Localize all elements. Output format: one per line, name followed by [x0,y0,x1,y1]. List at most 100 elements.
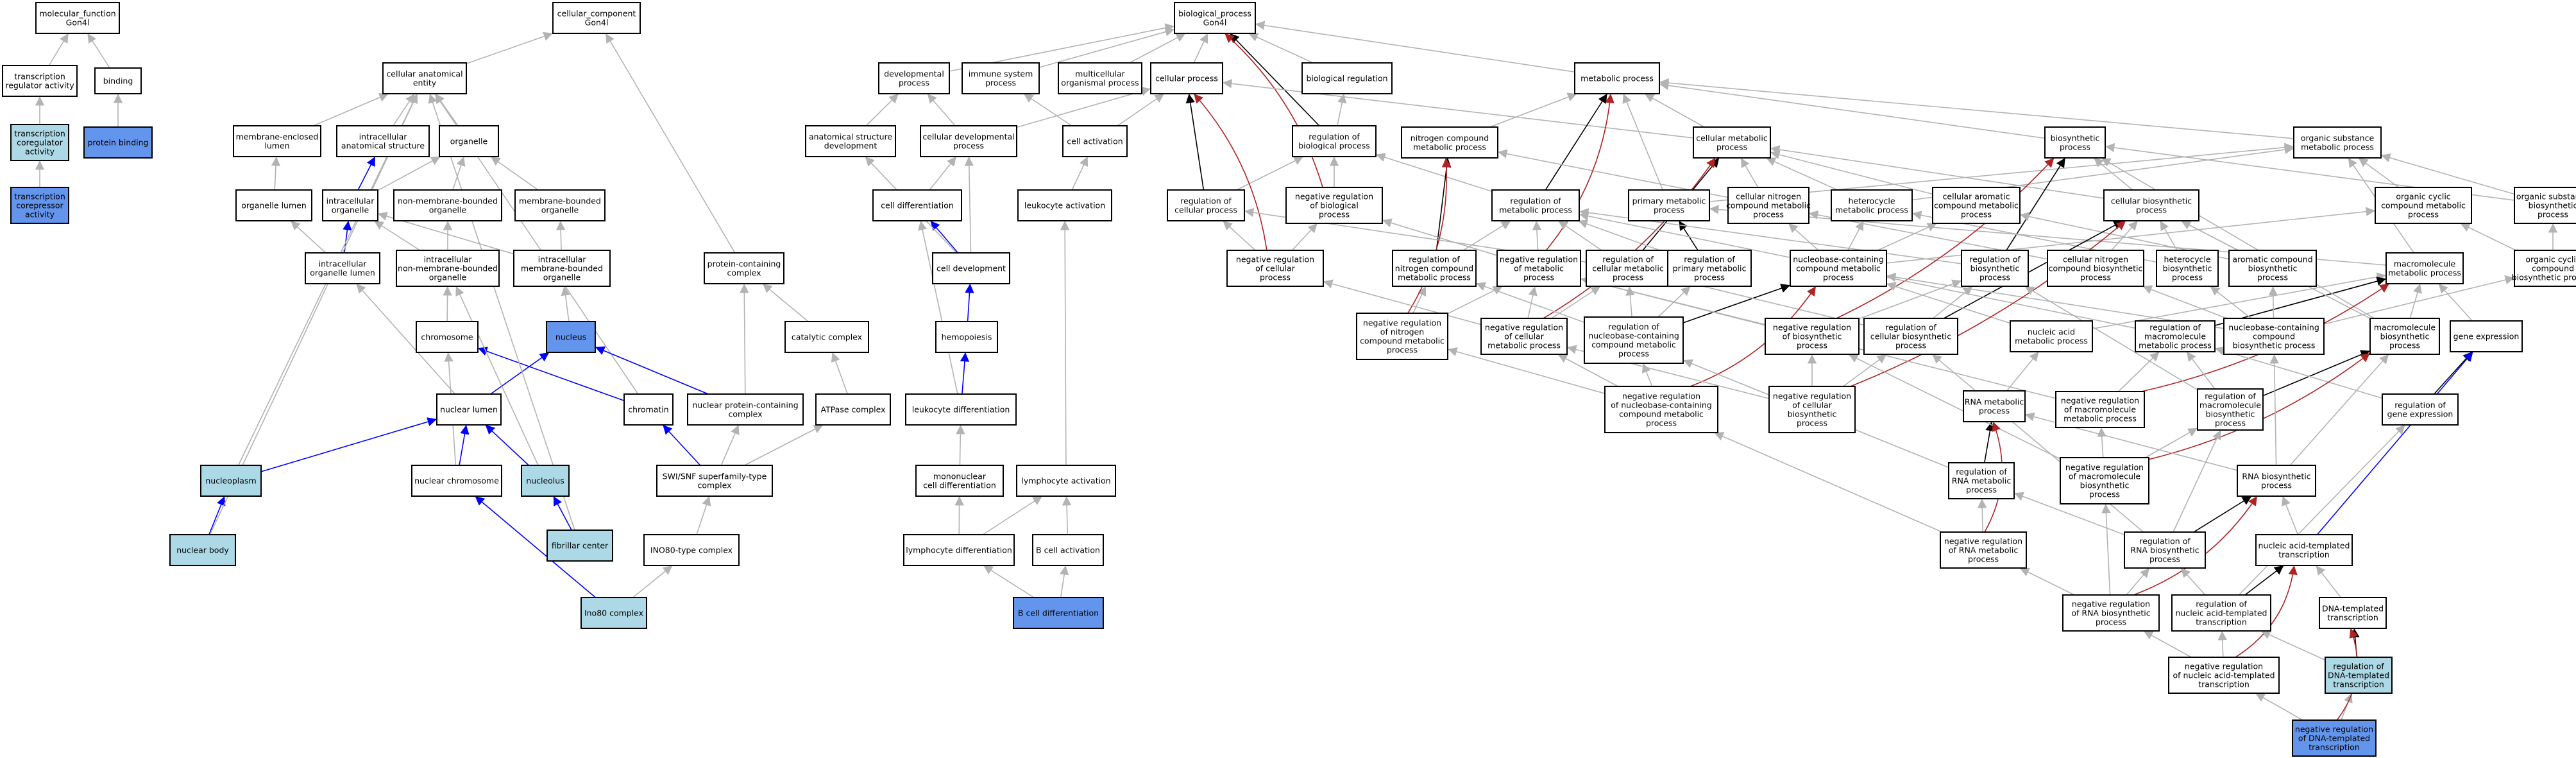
node-rmbp[interactable]: regulation ofmacromoleculebiosyntheticpr… [2197,388,2264,431]
node-bcact[interactable]: B cell activation [1032,534,1104,566]
node-nucleus[interactable]: nucleus [546,321,596,353]
node-catc[interactable]: catalytic complex [784,321,869,353]
node-nucleoplasm[interactable]: nucleoplasm [200,465,262,497]
node-cp[interactable]: cellular process [1150,62,1223,94]
node-pb[interactable]: protein binding [83,126,153,159]
node-breg[interactable]: biological regulation [1301,62,1393,94]
node-nbody[interactable]: nuclear body [169,534,236,566]
node-nchrom[interactable]: nuclear chromosome [411,465,502,497]
node-inmbo[interactable]: intracellularnon-membrane-boundedorganel… [396,250,500,287]
node-ldiff[interactable]: leukocyte differentiation [905,393,1017,426]
node-osbp[interactable]: organic substancebiosyntheticprocess [2514,187,2576,224]
node-nucleolus[interactable]: nucleolus [521,465,570,497]
node-fc[interactable]: fibrillar center [547,530,613,562]
node-bcdiff[interactable]: B cell differentiation [1013,597,1104,629]
node-lymact[interactable]: lymphocyte activation [1016,465,1116,497]
node-nlumen[interactable]: nuclear lumen [436,393,502,426]
node-hemo[interactable]: hemopoiesis [935,321,998,353]
node-cdiff[interactable]: cell differentiation [872,189,962,221]
node-cdev[interactable]: cell development [932,252,1010,284]
node-lymdiff[interactable]: lymphocyte differentiation [903,534,1015,566]
node-chromatin[interactable]: chromatin [623,393,674,426]
node-cact[interactable]: cell activation [1062,125,1128,157]
node-atpase[interactable]: ATPase complex [815,393,891,426]
node-binding[interactable]: binding [94,67,142,94]
node-nbcbp[interactable]: nucleobase-containingcompoundbiosyntheti… [2223,318,2325,355]
node-organelle[interactable]: organelle [439,125,499,157]
node-gexp[interactable]: gene expression [2450,320,2523,352]
node-ino80[interactable]: Ino80 complex [580,597,647,629]
node-metp[interactable]: metabolic process [1574,62,1660,94]
node-rnbcmp[interactable]: regulation ofnucleobase-containingcompou… [1584,316,1684,364]
node-lact[interactable]: leukocyte activation [1017,189,1112,221]
node-olumen[interactable]: organelle lumen [235,189,312,221]
